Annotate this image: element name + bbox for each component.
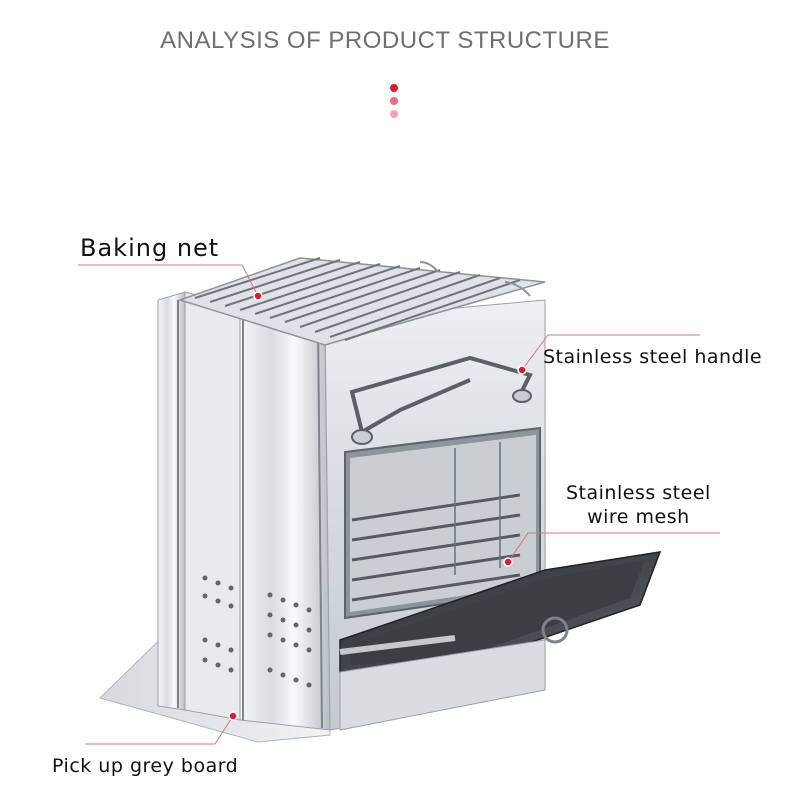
dot-3 — [390, 110, 398, 118]
marker-mesh — [503, 557, 513, 567]
callout-markers — [228, 291, 527, 721]
callout-steel-handle: Stainless steel handle — [543, 346, 763, 368]
left-side-panel — [157, 291, 331, 731]
inner-wire-mesh — [351, 493, 521, 602]
baking-net-grill — [177, 257, 546, 346]
section-dots — [390, 84, 400, 123]
leader-lines — [78, 264, 720, 745]
marker-board — [228, 711, 238, 721]
side-vent-holes — [202, 575, 312, 688]
dot-2 — [390, 97, 398, 105]
dot-1 — [390, 84, 398, 92]
steel-handle — [349, 355, 533, 434]
callout-wire-mesh-line1: Stainless steel — [566, 482, 711, 504]
callout-wire-mesh-line2: wire mesh — [587, 506, 690, 528]
open-door — [339, 551, 662, 673]
callout-wire-mesh: Stainless steel wire mesh — [566, 481, 711, 529]
marker-handle — [517, 365, 527, 375]
callout-baking-net: Baking net — [80, 234, 220, 262]
callout-grey-board: Pick up grey board — [52, 755, 239, 777]
marker-baking-net — [253, 291, 263, 301]
page-title: ANALYSIS OF PRODUCT STRUCTURE — [160, 27, 610, 54]
